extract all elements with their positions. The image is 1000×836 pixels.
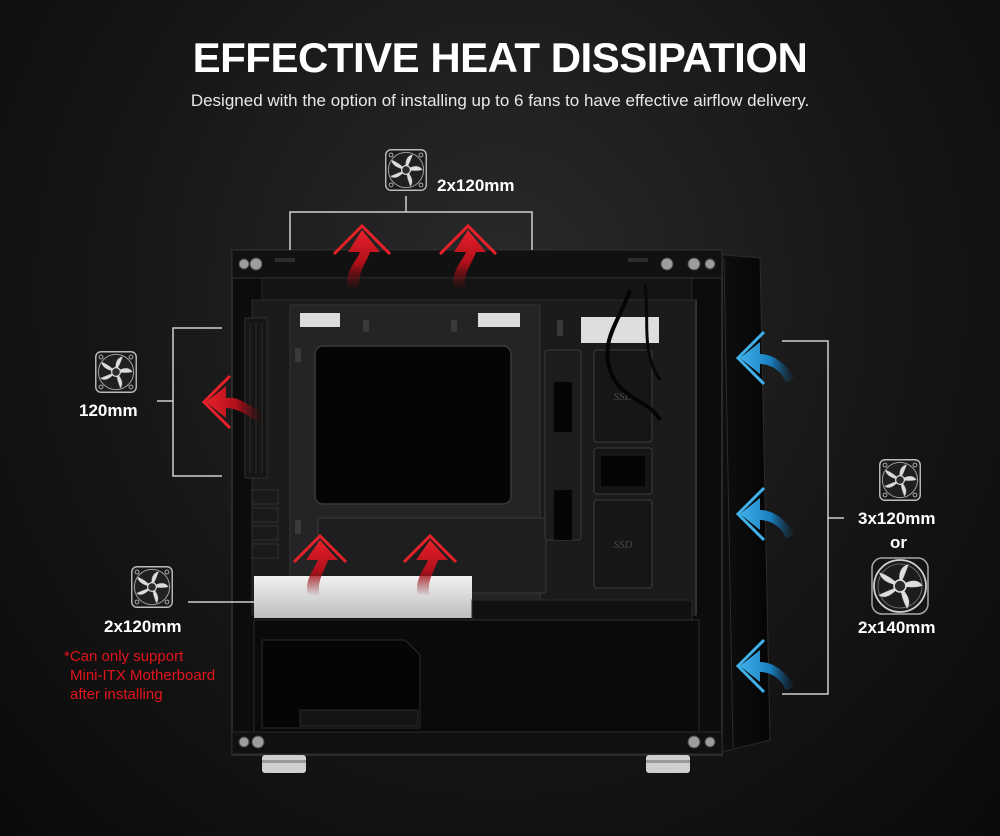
mini-itx-note: *Can only support Mini-ITX Motherboard a… [64,647,215,704]
front-fan-label-or: or [890,533,907,552]
note-line-1: *Can only support [64,648,184,665]
fan-icon-front-120 [879,459,921,501]
bracket-lines [157,196,844,695]
case-foot-left [262,755,306,773]
intake-arrows [735,330,796,694]
rear-fan-label: 120mm [79,401,138,420]
ssd-bay-upper: SSD [593,349,653,443]
rear-vent [244,317,268,479]
exhaust-arrow-top-1 [332,223,392,290]
exhaust-arrow-bottom-1 [292,533,348,596]
front-fan-label-120: 3x120mm [858,509,936,528]
fan-icon-bottom [131,566,173,608]
bottom-fan-label: 2x120mm [104,617,182,636]
case-foot-right [646,755,690,773]
fan-icon-front-140 [871,557,929,615]
page-title: EFFECTIVE HEAT DISSIPATION [192,34,808,81]
intake-arrow-front-2 [735,486,796,542]
note-line-2: Mini-ITX Motherboard [70,667,216,684]
intake-arrow-front-3 [735,638,796,694]
pc-case: SSD SSD [231,249,771,773]
psu-cover [254,576,472,618]
exhaust-arrow-top-2 [438,223,498,290]
fan-icon-top [385,149,427,191]
exhaust-arrow-rear [201,374,262,430]
note-line-3: after installing [70,686,163,703]
fan-icon-rear [95,351,137,393]
ssd-bay-lower: SSD [593,499,653,589]
exhaust-arrow-bottom-2 [402,533,458,596]
top-fan-label: 2x120mm [437,176,515,195]
exhaust-arrows [201,223,498,596]
svg-text:SSD: SSD [614,539,633,551]
front-fan-label-140: 2x140mm [858,618,936,637]
intake-arrow-front-1 [735,330,796,386]
page-subtitle: Designed with the option of installing u… [190,91,810,110]
